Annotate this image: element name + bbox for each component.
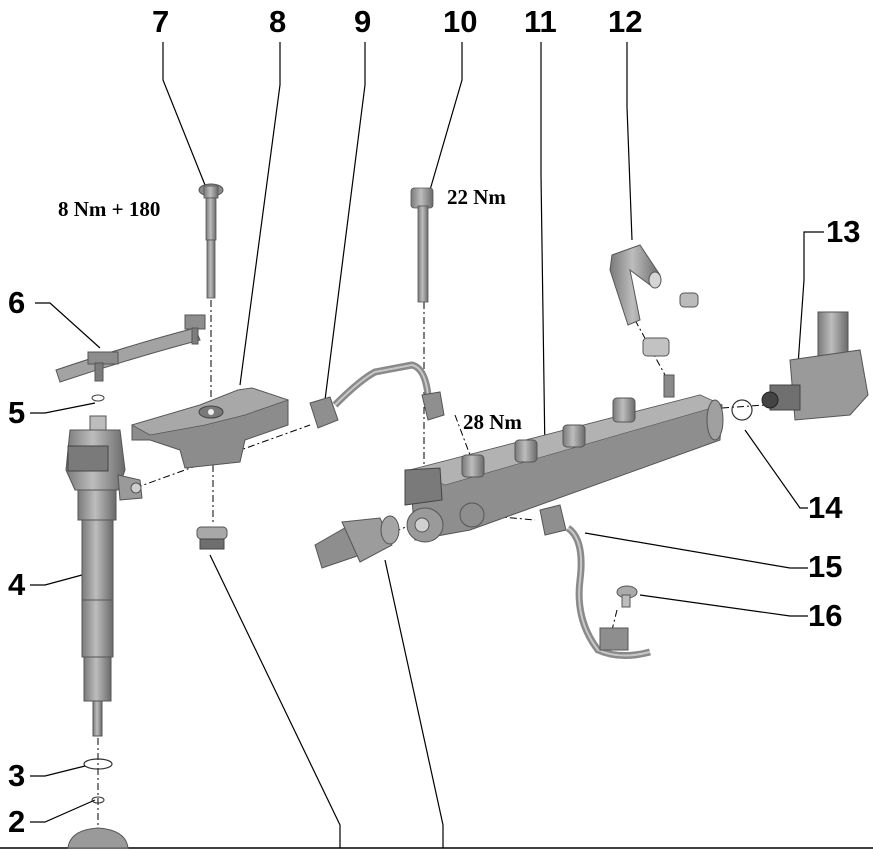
fuel-rail-11-part [404,374,724,543]
leader-4 [30,574,83,586]
callout-11: 11 [524,4,557,39]
leader-8 [239,42,281,386]
seal-ring-14-part [731,399,753,421]
seal-2-part [91,796,105,804]
leader-16 [639,594,808,617]
seat-ring-part [67,827,129,849]
leader-9 [324,42,366,401]
leader-lines [30,42,824,848]
fuel-line-15-part [539,504,651,659]
callout-3: 3 [8,758,26,793]
callout-9: 9 [354,4,372,39]
leader-12 [626,42,633,241]
leader-bottom-a [209,554,341,848]
leader-5 [30,402,96,414]
leader-13 [797,231,824,366]
leader-2 [30,799,96,823]
leader-10 [429,42,463,191]
callout-13: 13 [826,214,861,249]
callout-10: 10 [443,4,478,39]
callout-5: 5 [8,395,26,430]
leader-3 [30,765,86,777]
torque-spec-line-9: 28 Nm [463,410,522,434]
callout-2: 2 [8,804,26,839]
leader-bottom-b [384,559,444,848]
callout-4: 4 [8,567,26,602]
o-ring-3-part [83,758,113,770]
fuel-line-9-part [309,361,445,429]
callout-12: 12 [608,4,643,39]
leader-15 [584,532,808,569]
leader-7 [162,42,206,186]
torque-spec-bolt-10: 22 Nm [447,185,506,209]
leader-6 [35,302,101,349]
bolt-10-part [410,187,434,303]
plug-part [196,526,228,550]
callout-6: 6 [8,285,26,320]
callout-14: 14 [808,490,843,525]
callout-8: 8 [269,4,287,39]
pressure-valve-13-part [761,311,869,421]
leader-14 [744,429,808,509]
pressure-sensor-part [314,515,400,569]
injector-4-part [65,415,143,737]
wiring-harness-6-part [55,314,206,383]
callout-15: 15 [808,549,843,584]
screw-16-part [616,585,638,608]
clamp-8-part [130,387,290,469]
torque-spec-bolt-7: 8 Nm + 180 [58,197,161,221]
bolt-7-part [198,183,224,299]
hose-12-part [609,244,699,357]
leader-11 [540,42,546,456]
washer-5-part [91,394,105,402]
callout-16: 16 [808,598,843,633]
callout-7: 7 [152,4,170,39]
